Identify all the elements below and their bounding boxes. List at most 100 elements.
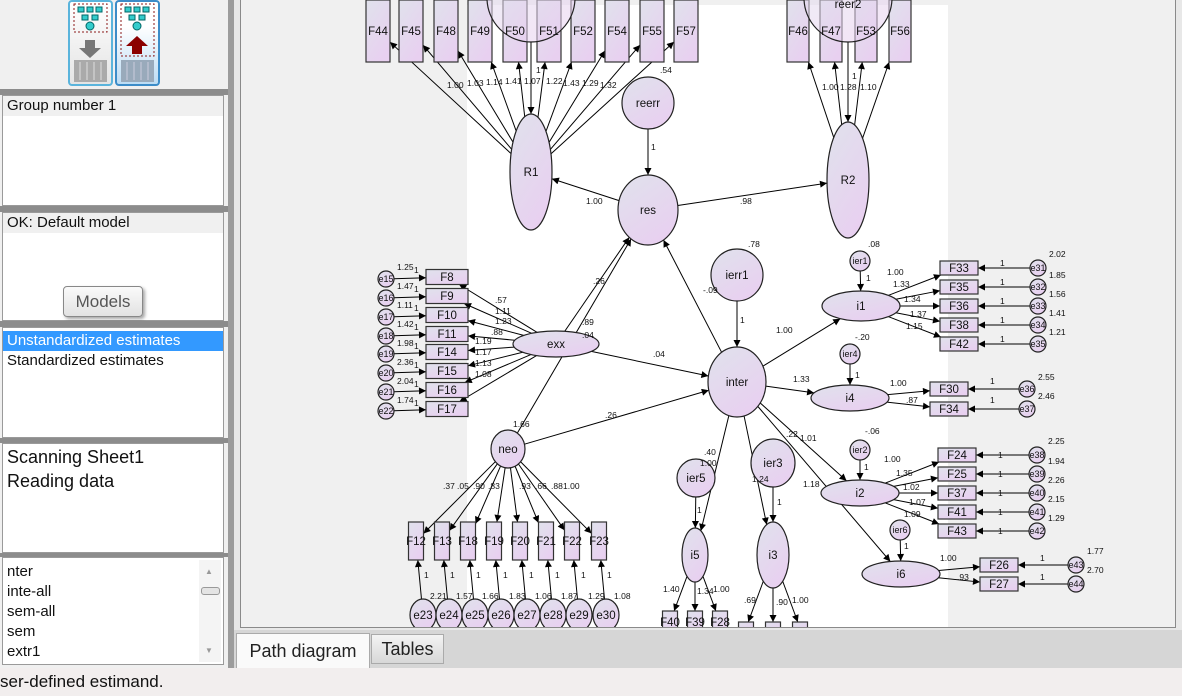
observed-variable-F38[interactable] bbox=[939, 317, 979, 333]
observed-variable-F56[interactable] bbox=[888, 0, 912, 63]
estimate-type-standardized[interactable]: Standardized estimates bbox=[7, 352, 164, 369]
observed-variable-F27[interactable] bbox=[979, 576, 1019, 592]
latent-variable-e17[interactable] bbox=[377, 308, 395, 326]
latent-variable-reer1[interactable] bbox=[486, 0, 576, 43]
path-arrow[interactable] bbox=[673, 576, 688, 612]
path-arrow[interactable] bbox=[414, 559, 422, 600]
latent-variable-ier5[interactable] bbox=[676, 458, 716, 498]
latent-variable-e43[interactable] bbox=[1067, 556, 1085, 574]
path-arrow[interactable] bbox=[564, 237, 630, 332]
model-item[interactable]: OK: Default model bbox=[3, 213, 223, 233]
observed-variable-F34[interactable] bbox=[929, 401, 969, 417]
file-item[interactable]: inte-all bbox=[7, 583, 52, 600]
path-arrow[interactable] bbox=[458, 284, 538, 333]
latent-variable-i2[interactable] bbox=[820, 479, 900, 507]
path-arrow[interactable] bbox=[545, 61, 573, 132]
latent-variable-e35[interactable] bbox=[1029, 335, 1047, 353]
path-arrow[interactable] bbox=[449, 463, 498, 531]
observed-variable-F17[interactable] bbox=[425, 400, 469, 418]
latent-variable-e20[interactable] bbox=[377, 364, 395, 382]
observed-variable-F37[interactable] bbox=[937, 485, 977, 501]
latent-variable-e39[interactable] bbox=[1028, 465, 1046, 483]
latent-variable-exx[interactable] bbox=[512, 330, 600, 358]
observed-variable-o2[interactable] bbox=[764, 621, 782, 634]
path-arrow[interactable] bbox=[514, 466, 540, 524]
path-arrow[interactable] bbox=[492, 559, 500, 600]
observed-variable-F54[interactable] bbox=[604, 0, 630, 63]
file-item[interactable]: nter bbox=[7, 563, 33, 580]
latent-variable-inter[interactable] bbox=[707, 346, 767, 418]
path-arrow[interactable] bbox=[885, 502, 940, 525]
observed-variable-F8[interactable] bbox=[425, 268, 469, 286]
path-arrow[interactable] bbox=[807, 61, 835, 138]
path-arrow[interactable] bbox=[463, 303, 532, 334]
latent-variable-reer2[interactable] bbox=[803, 0, 893, 43]
path-arrow[interactable] bbox=[757, 406, 891, 562]
path-arrow[interactable] bbox=[663, 239, 723, 353]
path-arrow[interactable] bbox=[467, 346, 515, 354]
path-arrow[interactable] bbox=[886, 401, 931, 410]
latent-variable-e19[interactable] bbox=[377, 345, 395, 363]
observed-variable-F21[interactable] bbox=[537, 521, 555, 561]
path-arrow[interactable] bbox=[494, 467, 506, 523]
observed-variable-F55[interactable] bbox=[639, 0, 665, 63]
observed-variable-F39[interactable] bbox=[686, 610, 704, 633]
path-arrow[interactable] bbox=[885, 461, 940, 484]
observed-variable-F26[interactable] bbox=[979, 557, 1019, 573]
observed-variable-F44[interactable] bbox=[365, 0, 391, 63]
latent-variable-i1[interactable] bbox=[821, 290, 901, 322]
path-arrow[interactable] bbox=[938, 577, 981, 585]
path-arrow[interactable] bbox=[759, 402, 847, 482]
path-arrow[interactable] bbox=[570, 559, 578, 600]
path-arrow[interactable] bbox=[393, 274, 427, 282]
path-arrow[interactable] bbox=[509, 467, 521, 523]
latent-variable-ier2[interactable] bbox=[849, 439, 871, 461]
observed-variable-F11[interactable] bbox=[425, 325, 469, 343]
path-arrow[interactable] bbox=[459, 355, 537, 402]
view-output-button[interactable] bbox=[115, 0, 160, 86]
tab-tables[interactable]: Tables bbox=[371, 634, 444, 664]
path-arrow[interactable] bbox=[393, 312, 427, 320]
path-arrow[interactable] bbox=[515, 61, 526, 117]
latent-variable-e38[interactable] bbox=[1028, 446, 1046, 464]
latent-variable-e22[interactable] bbox=[377, 402, 395, 420]
observed-variable-F23[interactable] bbox=[590, 521, 608, 561]
latent-variable-e42[interactable] bbox=[1028, 522, 1046, 540]
latent-variable-reerr[interactable] bbox=[621, 76, 675, 130]
latent-variable-ier6[interactable] bbox=[889, 519, 911, 541]
observed-variable-F43[interactable] bbox=[937, 523, 977, 539]
path-arrow[interactable] bbox=[393, 368, 427, 376]
latent-variable-R1[interactable] bbox=[509, 113, 553, 231]
latent-variable-ierr1[interactable] bbox=[710, 248, 764, 302]
observed-variable-F42[interactable] bbox=[939, 336, 979, 352]
latent-variable-ier4[interactable] bbox=[839, 343, 861, 365]
path-arrow[interactable] bbox=[393, 387, 427, 395]
latent-variable-e36[interactable] bbox=[1018, 380, 1036, 398]
latent-variable-ier3[interactable] bbox=[750, 438, 796, 488]
latent-variable-e15[interactable] bbox=[377, 270, 395, 288]
latent-variable-neo[interactable] bbox=[490, 429, 526, 469]
observed-variable-F40[interactable] bbox=[661, 610, 679, 633]
path-arrow[interactable] bbox=[548, 50, 606, 143]
group-item[interactable]: Group number 1 bbox=[3, 96, 223, 116]
splitter[interactable] bbox=[228, 0, 234, 668]
path-arrow[interactable] bbox=[464, 354, 532, 384]
latent-variable-R2[interactable] bbox=[826, 121, 870, 239]
path-arrow[interactable] bbox=[677, 180, 828, 207]
path-arrow[interactable] bbox=[591, 350, 709, 378]
view-input-button[interactable] bbox=[68, 0, 113, 86]
observed-variable-F10[interactable] bbox=[425, 306, 469, 324]
observed-variable-F48[interactable] bbox=[433, 0, 459, 63]
path-arrow[interactable] bbox=[702, 576, 717, 612]
path-arrow[interactable] bbox=[893, 475, 939, 487]
path-arrow[interactable] bbox=[887, 387, 931, 396]
observed-variable-F12[interactable] bbox=[407, 521, 425, 561]
scrollbar[interactable]: ▲ ▼ bbox=[199, 560, 221, 662]
path-arrow[interactable] bbox=[440, 559, 448, 600]
observed-variable-F22[interactable] bbox=[563, 521, 581, 561]
path-arrow[interactable] bbox=[888, 316, 942, 338]
path-arrow[interactable] bbox=[467, 351, 523, 368]
latent-variable-e29[interactable] bbox=[565, 598, 593, 631]
latent-variable-i6[interactable] bbox=[861, 560, 941, 588]
observed-variable-F33[interactable] bbox=[939, 260, 979, 276]
